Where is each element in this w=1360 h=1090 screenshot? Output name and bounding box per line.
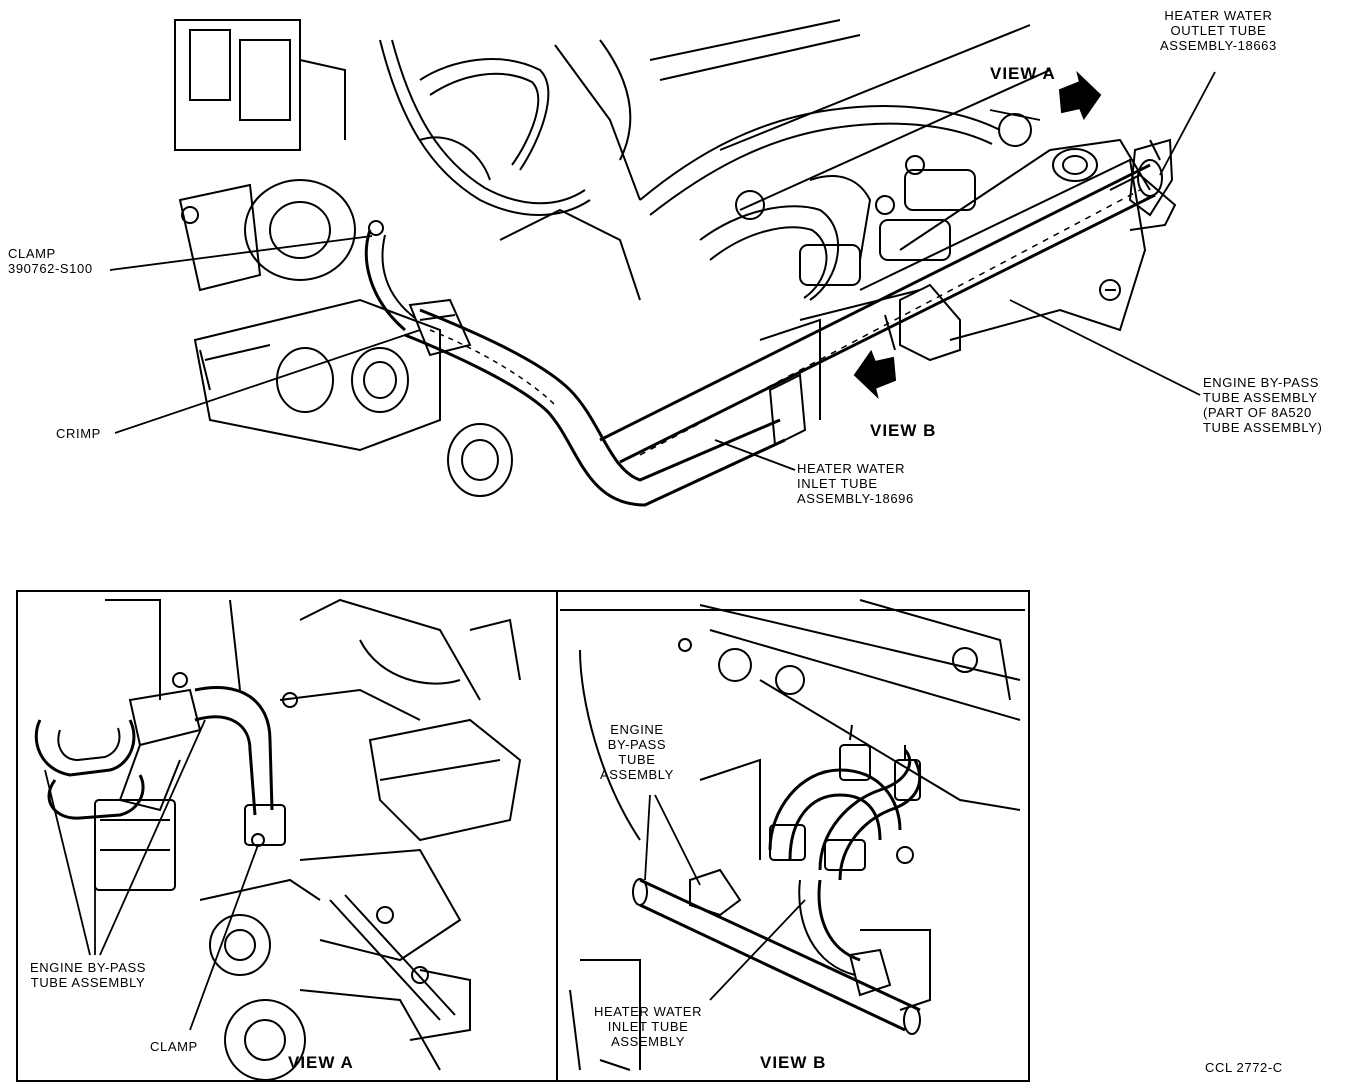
view-b-frame <box>556 590 1030 1082</box>
view-b-drawing <box>560 599 1025 1071</box>
crimp-label: CRIMP <box>56 426 101 441</box>
heater-water-outlet-tube-label: HEATER WATER OUTLET TUBE ASSEMBLY-18663 <box>1160 8 1277 53</box>
engine-bypass-tube-label: ENGINE BY-PASS TUBE ASSEMBLY (PART OF 8A… <box>1203 375 1323 435</box>
view-a-clamp-label: CLAMP <box>150 1039 198 1054</box>
view-b-leader-lines <box>644 794 806 1001</box>
view-a-callout-label: VIEW A <box>990 64 1056 83</box>
view-a-leader-lines <box>44 719 259 1031</box>
view-a-title: VIEW A <box>288 1053 354 1072</box>
view-b-engine-bypass-label: ENGINE BY-PASS TUBE ASSEMBLY <box>600 722 674 782</box>
figure-id: CCL 2772-C <box>1205 1060 1283 1075</box>
view-b-heater-inlet-label: HEATER WATER INLET TUBE ASSEMBLY <box>594 1004 703 1049</box>
main-engine-drawing <box>174 19 1177 507</box>
clamp-label: CLAMP 390762-S100 <box>8 246 93 276</box>
view-a-frame <box>16 590 558 1082</box>
view-b-title: VIEW B <box>760 1053 827 1072</box>
heater-water-inlet-tube-label: HEATER WATER INLET TUBE ASSEMBLY-18696 <box>797 461 914 506</box>
main-leader-lines <box>109 71 1216 471</box>
view-b-callout-label: VIEW B <box>870 421 937 440</box>
view-a-engine-bypass-label: ENGINE BY-PASS TUBE ASSEMBLY <box>30 960 147 990</box>
view-a-drawing <box>34 598 522 1081</box>
